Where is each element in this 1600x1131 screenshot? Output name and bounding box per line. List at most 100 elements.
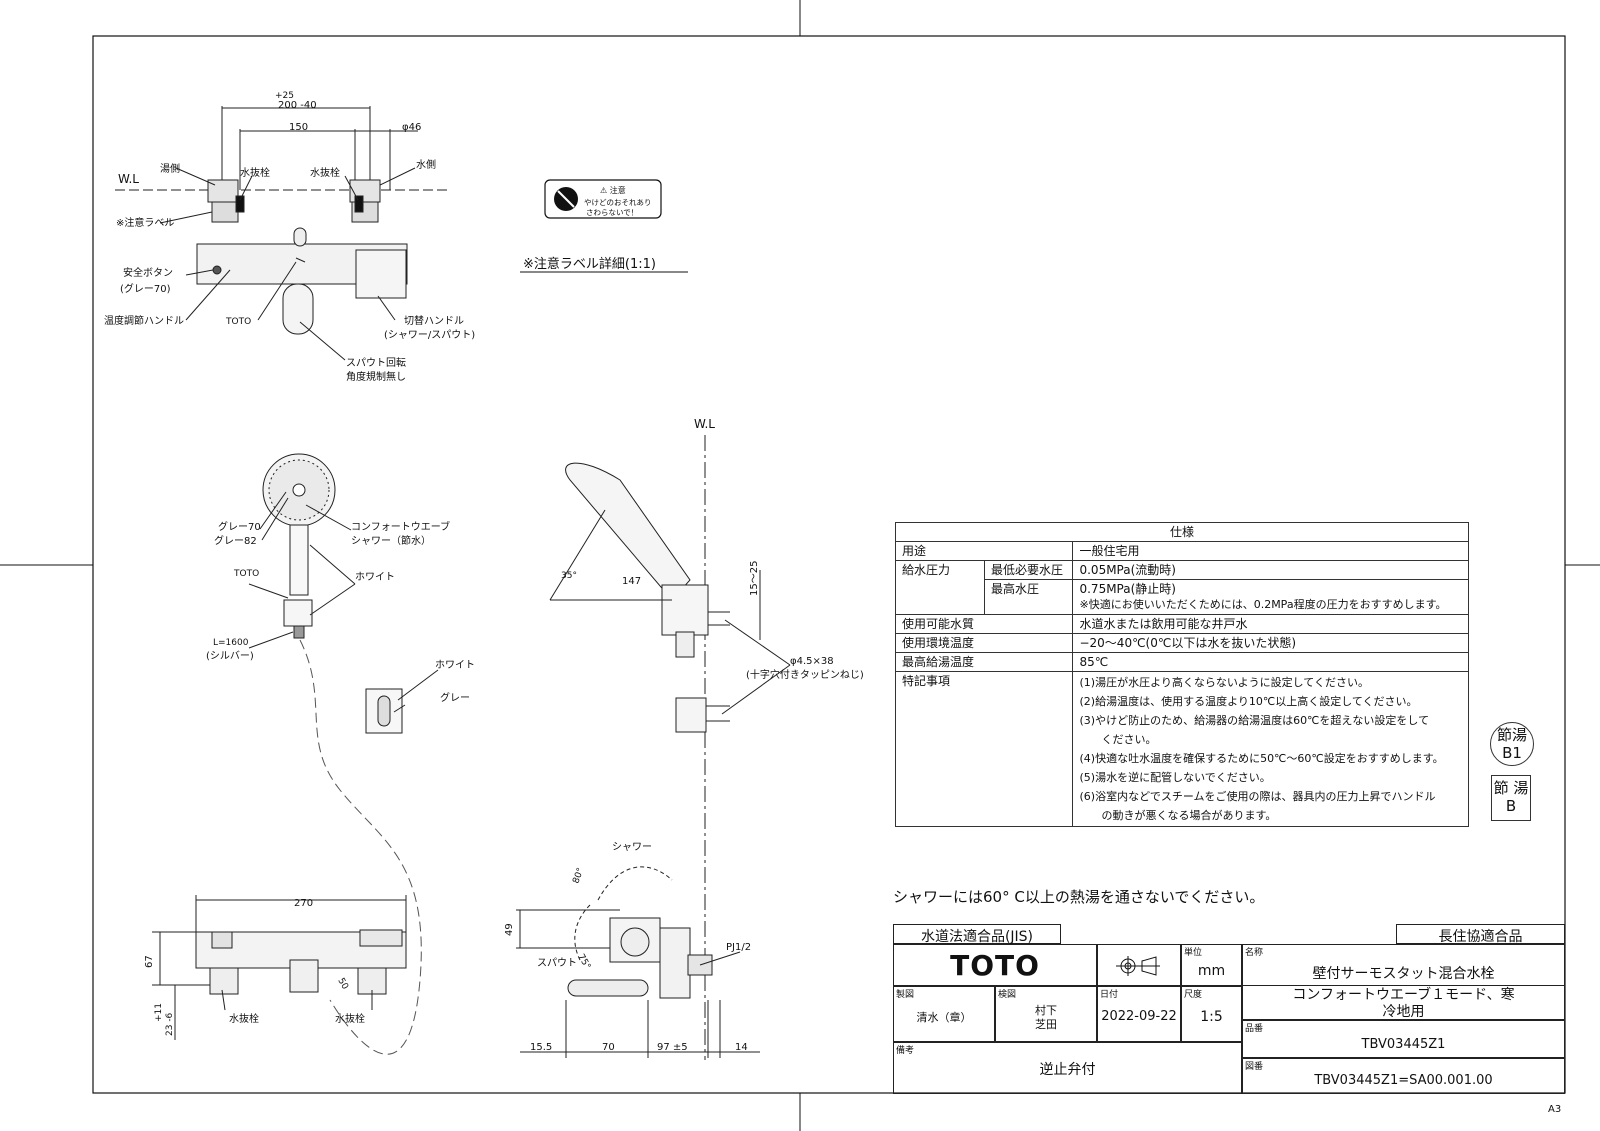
spec-val-maxpressure: 0.75MPa(静止時) ※快適にお使いいただくためには、0.2MPa程度の圧力… (1072, 579, 1469, 615)
part-caption: 品番 (1245, 1024, 1264, 1034)
hose-color-label: (シルバー) (206, 650, 254, 662)
dim-150: 150 (289, 122, 308, 133)
choju-label: 長住協適合品 (1438, 929, 1523, 945)
drawn-cell: 製図 清水（章） (893, 986, 995, 1042)
spec-table: 仕様 用途 一般住宅用 給水圧力 最低必要水圧 0.05MPa(流動時) 最高水… (894, 522, 1469, 827)
spec-title: 仕様 (895, 522, 1469, 542)
spout-rotation-sub: 角度規制無し (346, 370, 406, 383)
screw-sub-label: (十字穴付きタッピンねじ) (746, 668, 864, 681)
date-value: 2022-09-22 (1101, 1009, 1177, 1024)
spec-key-envtemp: 使用環境温度 (894, 633, 1074, 653)
dim49-label: 49 (504, 923, 515, 936)
angle35-label: 35° (561, 571, 577, 581)
spec-note-3: (3)やけど防止のため、給湯器の給湯温度は60℃を超えない設定をして (1079, 714, 1430, 727)
spec-val-maxhot: 85℃ (1072, 652, 1469, 672)
drain-plug-left-label: 水抜栓 (240, 166, 270, 179)
check-value2: 芝田 (1035, 1018, 1057, 1031)
unit-caption: 単位 (1184, 948, 1203, 958)
projection-symbol-icon (1116, 956, 1160, 976)
dwg-cell: 図番 TBV03445Z1=SA00.001.00 (1242, 1058, 1565, 1094)
spout-rotation-label: スパウト回転 (346, 357, 406, 369)
water-saving-stamp-b1: 節湯 B1 (1490, 722, 1534, 766)
caution-title: ⚠ 注意 (600, 185, 626, 195)
white-label-2: ホワイト (435, 659, 475, 671)
dim97-label: 97 ±5 (657, 1042, 688, 1053)
dim270-label: 270 (294, 898, 313, 909)
side-view (549, 435, 791, 1060)
check-value1: 村下 (1035, 1004, 1057, 1017)
caution-label-callout: ※注意ラベル (116, 216, 174, 229)
drain-bottom-left-label: 水抜栓 (229, 1012, 259, 1025)
caution-text1: やけどのおそれあり (584, 198, 652, 207)
cold-side-label: 水側 (416, 158, 436, 171)
shower-head-view (248, 453, 439, 1055)
toto-logo: TOTO (950, 949, 1040, 982)
gray82-label: グレー82 (214, 534, 257, 547)
drain-plug-right-label: 水抜栓 (310, 166, 340, 179)
spec-key-pressure: 給水圧力 (895, 560, 985, 615)
name-cont-cell: コンフォートウエーブ１モード、寒 冷地用 (1242, 986, 1565, 1020)
unit-cell: 単位 mm (1181, 944, 1242, 986)
remark-cell: 備考 逆止弁付 (893, 1042, 1242, 1094)
dim14-label: 14 (735, 1042, 748, 1053)
gray-label: グレー (440, 691, 470, 704)
scale-value: 1:5 (1200, 1009, 1223, 1025)
dim15-5-label: 15.5 (530, 1042, 552, 1053)
part-number: TBV03445Z1 (1361, 1037, 1446, 1052)
spout-outlet-label: スパウト (537, 957, 577, 969)
caution-label-detail (520, 179, 688, 273)
hose-length-label: L=1600 (213, 638, 249, 648)
check-caption: 検図 (998, 990, 1017, 1000)
pj-label: PJ1/2 (726, 942, 751, 953)
drain-bottom-right-label: 水抜栓 (335, 1012, 365, 1025)
spec-note-1: (1)湯圧が水圧より高くならないように設定してください。 (1079, 676, 1369, 689)
toto-mark-label: TOTO (225, 317, 251, 327)
gray70-label: グレー70 (218, 520, 261, 533)
projection-cell (1097, 944, 1181, 986)
dim70-label: 70 (602, 1042, 615, 1053)
safety-button-color: (グレー70) (120, 282, 171, 295)
part-cell: 品番 TBV03445Z1 (1242, 1020, 1565, 1058)
date-cell: 日付 2022-09-22 (1097, 986, 1181, 1042)
front-view (115, 106, 450, 361)
drawing-number: TBV03445Z1=SA00.001.00 (1314, 1073, 1493, 1088)
bottom-plan-view (152, 895, 407, 1040)
spec-note-6b: の動きが悪くなる場合があります。 (1079, 809, 1277, 822)
spec-val-water: 水道水または飲用可能な井戸水 (1072, 614, 1469, 634)
spec-sub-maxpressure: 最高水圧 (983, 579, 1074, 615)
drawn-caption: 製図 (896, 990, 915, 1000)
caution-detail-caption: ※注意ラベル詳細(1:1) (523, 256, 656, 272)
bottom-side-view (516, 866, 760, 1058)
screw-label: φ4.5×38 (790, 656, 834, 667)
dim15-25-label: 15～25 (749, 561, 760, 596)
remark-value: 逆止弁付 (1039, 1062, 1096, 1078)
water-saving-stamp-b: 節 湯 B (1491, 775, 1531, 821)
scale-cell: 尺度 1:5 (1181, 986, 1242, 1042)
drawn-value: 清水（章） (916, 1011, 972, 1024)
wl-side-label: W.L (694, 417, 715, 431)
spec-note-3b: ください。 (1079, 733, 1157, 746)
caution-text2: さわらないで！ (586, 208, 638, 217)
name-line1: 壁付サーモスタット混合水栓 (1312, 966, 1495, 982)
spec-maxpressure-value: 0.75MPa(静止時) (1079, 582, 1176, 596)
name-line2: コンフォートウエーブ１モード、寒 (1292, 987, 1515, 1003)
switch-handle-label: 切替ハンドル (404, 314, 464, 327)
hot-water-warning: シャワーには60° C以上の熱湯を通さないでください。 (893, 888, 1265, 906)
scale-caption: 尺度 (1184, 990, 1203, 1000)
dim-plus25: +25 (275, 91, 294, 101)
spec-notes: (1)湯圧が水圧より高くならないように設定してください。 (2)給湯温度は、使用… (1072, 671, 1469, 827)
shower-outlet-label: シャワー (612, 842, 652, 853)
choju-box: 長住協適合品 (1396, 924, 1565, 945)
toto-mark-shower: TOTO (233, 569, 259, 579)
spec-note-5: (5)湯水を逆に配管しないでください。 (1079, 771, 1271, 784)
dim50-label: 50 (335, 977, 350, 992)
wl-top-label: W.L (118, 172, 139, 186)
spec-note-2: (2)給湯温度は、使用する温度より10℃以上高く設定してください。 (1079, 695, 1418, 708)
spec-val-envtemp: −20～40℃(0℃以下は水を抜いた状態) (1072, 633, 1469, 653)
logo-cell: TOTO (893, 944, 1097, 986)
spec-maxpressure-note: ※快適にお使いいただくためには、0.2MPa程度の圧力をおすすめします。 (1079, 598, 1447, 611)
white-label: ホワイト (355, 571, 395, 583)
spec-key-maxhot: 最高給湯温度 (894, 652, 1074, 672)
spec-val-usage: 一般住宅用 (1072, 541, 1469, 561)
